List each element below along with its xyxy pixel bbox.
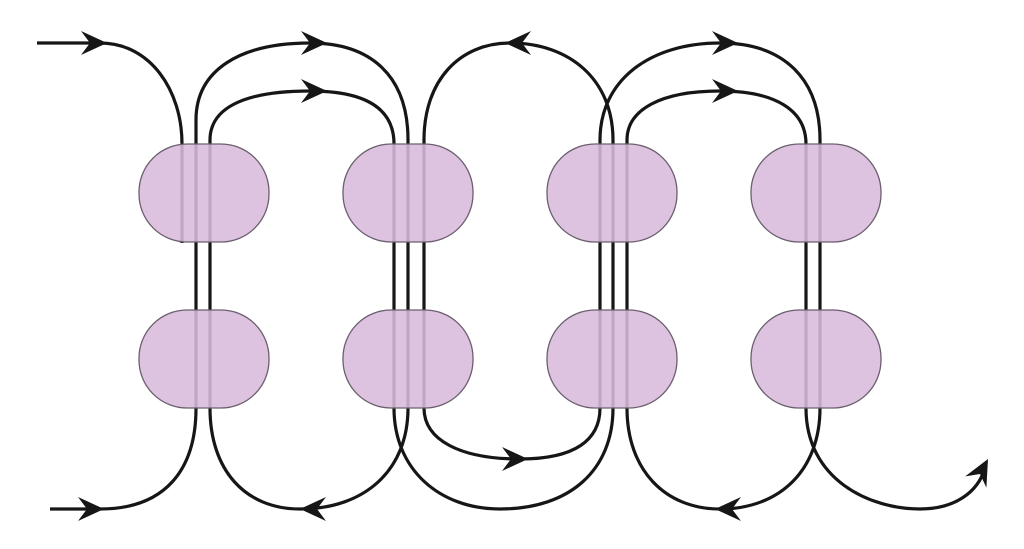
- pill-r1-c3: [546, 143, 678, 243]
- strand-short: [37, 41, 184, 243]
- pill-r2-c3: [546, 309, 678, 409]
- arrowhead-icon: [300, 497, 326, 521]
- pill-r1-c4: [750, 143, 882, 243]
- arrowhead-icon: [965, 459, 988, 488]
- arrowhead-icon: [301, 31, 327, 55]
- pill-r1-c2: [342, 143, 474, 243]
- pills: [138, 143, 882, 409]
- arrowheads: [78, 31, 988, 521]
- pill-r1-c1: [138, 143, 270, 243]
- strands: [37, 41, 987, 511]
- arrowhead-icon: [505, 31, 531, 55]
- pill-r2-c4: [750, 309, 882, 409]
- arrowhead-icon: [81, 31, 107, 55]
- pill-r2-c2: [342, 309, 474, 409]
- arrowhead-icon: [712, 79, 738, 103]
- arrowhead-icon: [78, 497, 104, 521]
- arrowhead-icon: [712, 31, 738, 55]
- strand-main: [50, 41, 987, 511]
- arrowhead-icon: [715, 497, 741, 521]
- arrowhead-icon: [301, 79, 327, 103]
- pill-r2-c1: [138, 309, 270, 409]
- arrowhead-icon: [502, 447, 528, 471]
